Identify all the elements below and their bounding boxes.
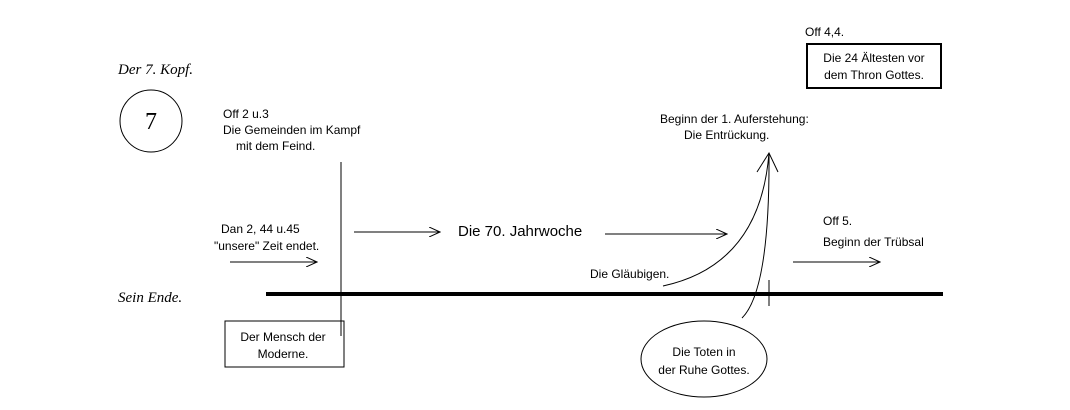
off44-line2: dem Thron Gottes. (824, 68, 924, 82)
head-number: 7 (145, 109, 157, 135)
elders-box (806, 43, 942, 89)
dead-line1: Die Toten in (672, 345, 735, 359)
modern-man-line1: Der Mensch der (240, 330, 325, 344)
modern-man-box (224, 320, 345, 368)
off5-line1: Beginn der Trübsal (823, 235, 924, 249)
off5-ref: Off 5. (823, 214, 852, 228)
modern-man-line2: Moderne. (258, 347, 309, 361)
believers-label: Die Gläubigen. (590, 267, 669, 281)
end-label: Sein Ende. (118, 290, 182, 306)
dead-line2: der Ruhe Gottes. (658, 363, 749, 377)
dan-line1: "unsere" Zeit endet. (214, 239, 319, 253)
week-label: Die 70. Jahrwoche (458, 223, 582, 240)
dead-ellipse (640, 320, 768, 398)
head-number-circle (119, 89, 183, 153)
believers-curve-arrow (662, 152, 770, 287)
rapture-arrowhead (756, 151, 779, 173)
head-label: Der 7. Kopf. (117, 62, 193, 78)
off44-ref: Off 4,4. (805, 25, 844, 39)
dead-curve-arrow (741, 152, 770, 319)
off23-ref: Off 2 u.3 (223, 107, 269, 121)
off23-line2: mit dem Feind. (236, 139, 315, 153)
off23-line1: Die Gemeinden im Kampf (223, 123, 361, 137)
dan-ref: Dan 2, 44 u.45 (221, 222, 300, 236)
rapture-line2: Die Entrückung. (684, 128, 769, 142)
off44-line1: Die 24 Ältesten vor (823, 51, 924, 65)
rapture-line1: Beginn der 1. Auferstehung: (660, 112, 809, 126)
